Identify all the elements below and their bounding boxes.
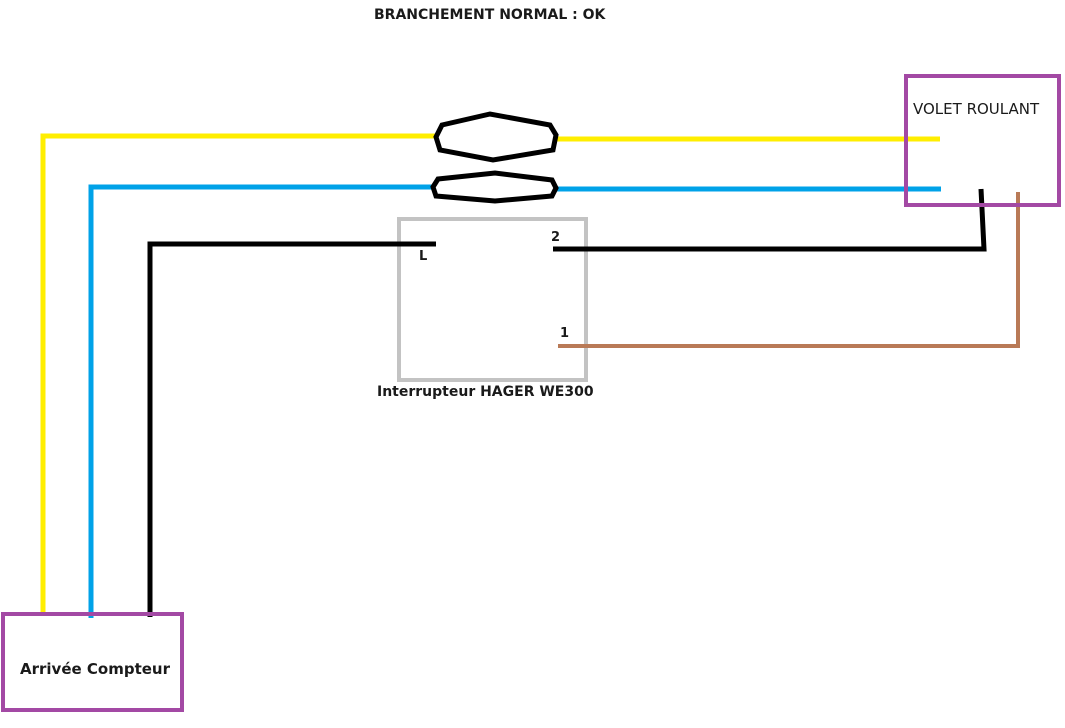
terminal-2-label: 2 bbox=[551, 230, 561, 245]
blue-wire-left bbox=[88, 184, 440, 618]
volet-roulant-box bbox=[904, 74, 1061, 207]
black-wire-terminal-2 bbox=[553, 188, 987, 252]
switch-box bbox=[397, 217, 588, 382]
connector-blue bbox=[430, 170, 559, 204]
terminal-1-label: 1 bbox=[560, 326, 570, 341]
volet-roulant-label: VOLET ROULANT bbox=[913, 100, 1040, 118]
connector-yellow bbox=[433, 111, 559, 163]
black-wire-supply bbox=[147, 241, 436, 617]
arrivee-compteur-label: Arrivée Compteur bbox=[20, 660, 170, 678]
diagram-title: BRANCHEMENT NORMAL : OK bbox=[374, 7, 606, 23]
terminal-l-label: L bbox=[419, 249, 428, 264]
yellow-wire-left bbox=[40, 133, 437, 612]
brown-wire-terminal-1 bbox=[558, 192, 1020, 348]
arrivee-compteur-box bbox=[1, 612, 184, 712]
switch-caption: Interrupteur HAGER WE300 bbox=[377, 384, 594, 400]
